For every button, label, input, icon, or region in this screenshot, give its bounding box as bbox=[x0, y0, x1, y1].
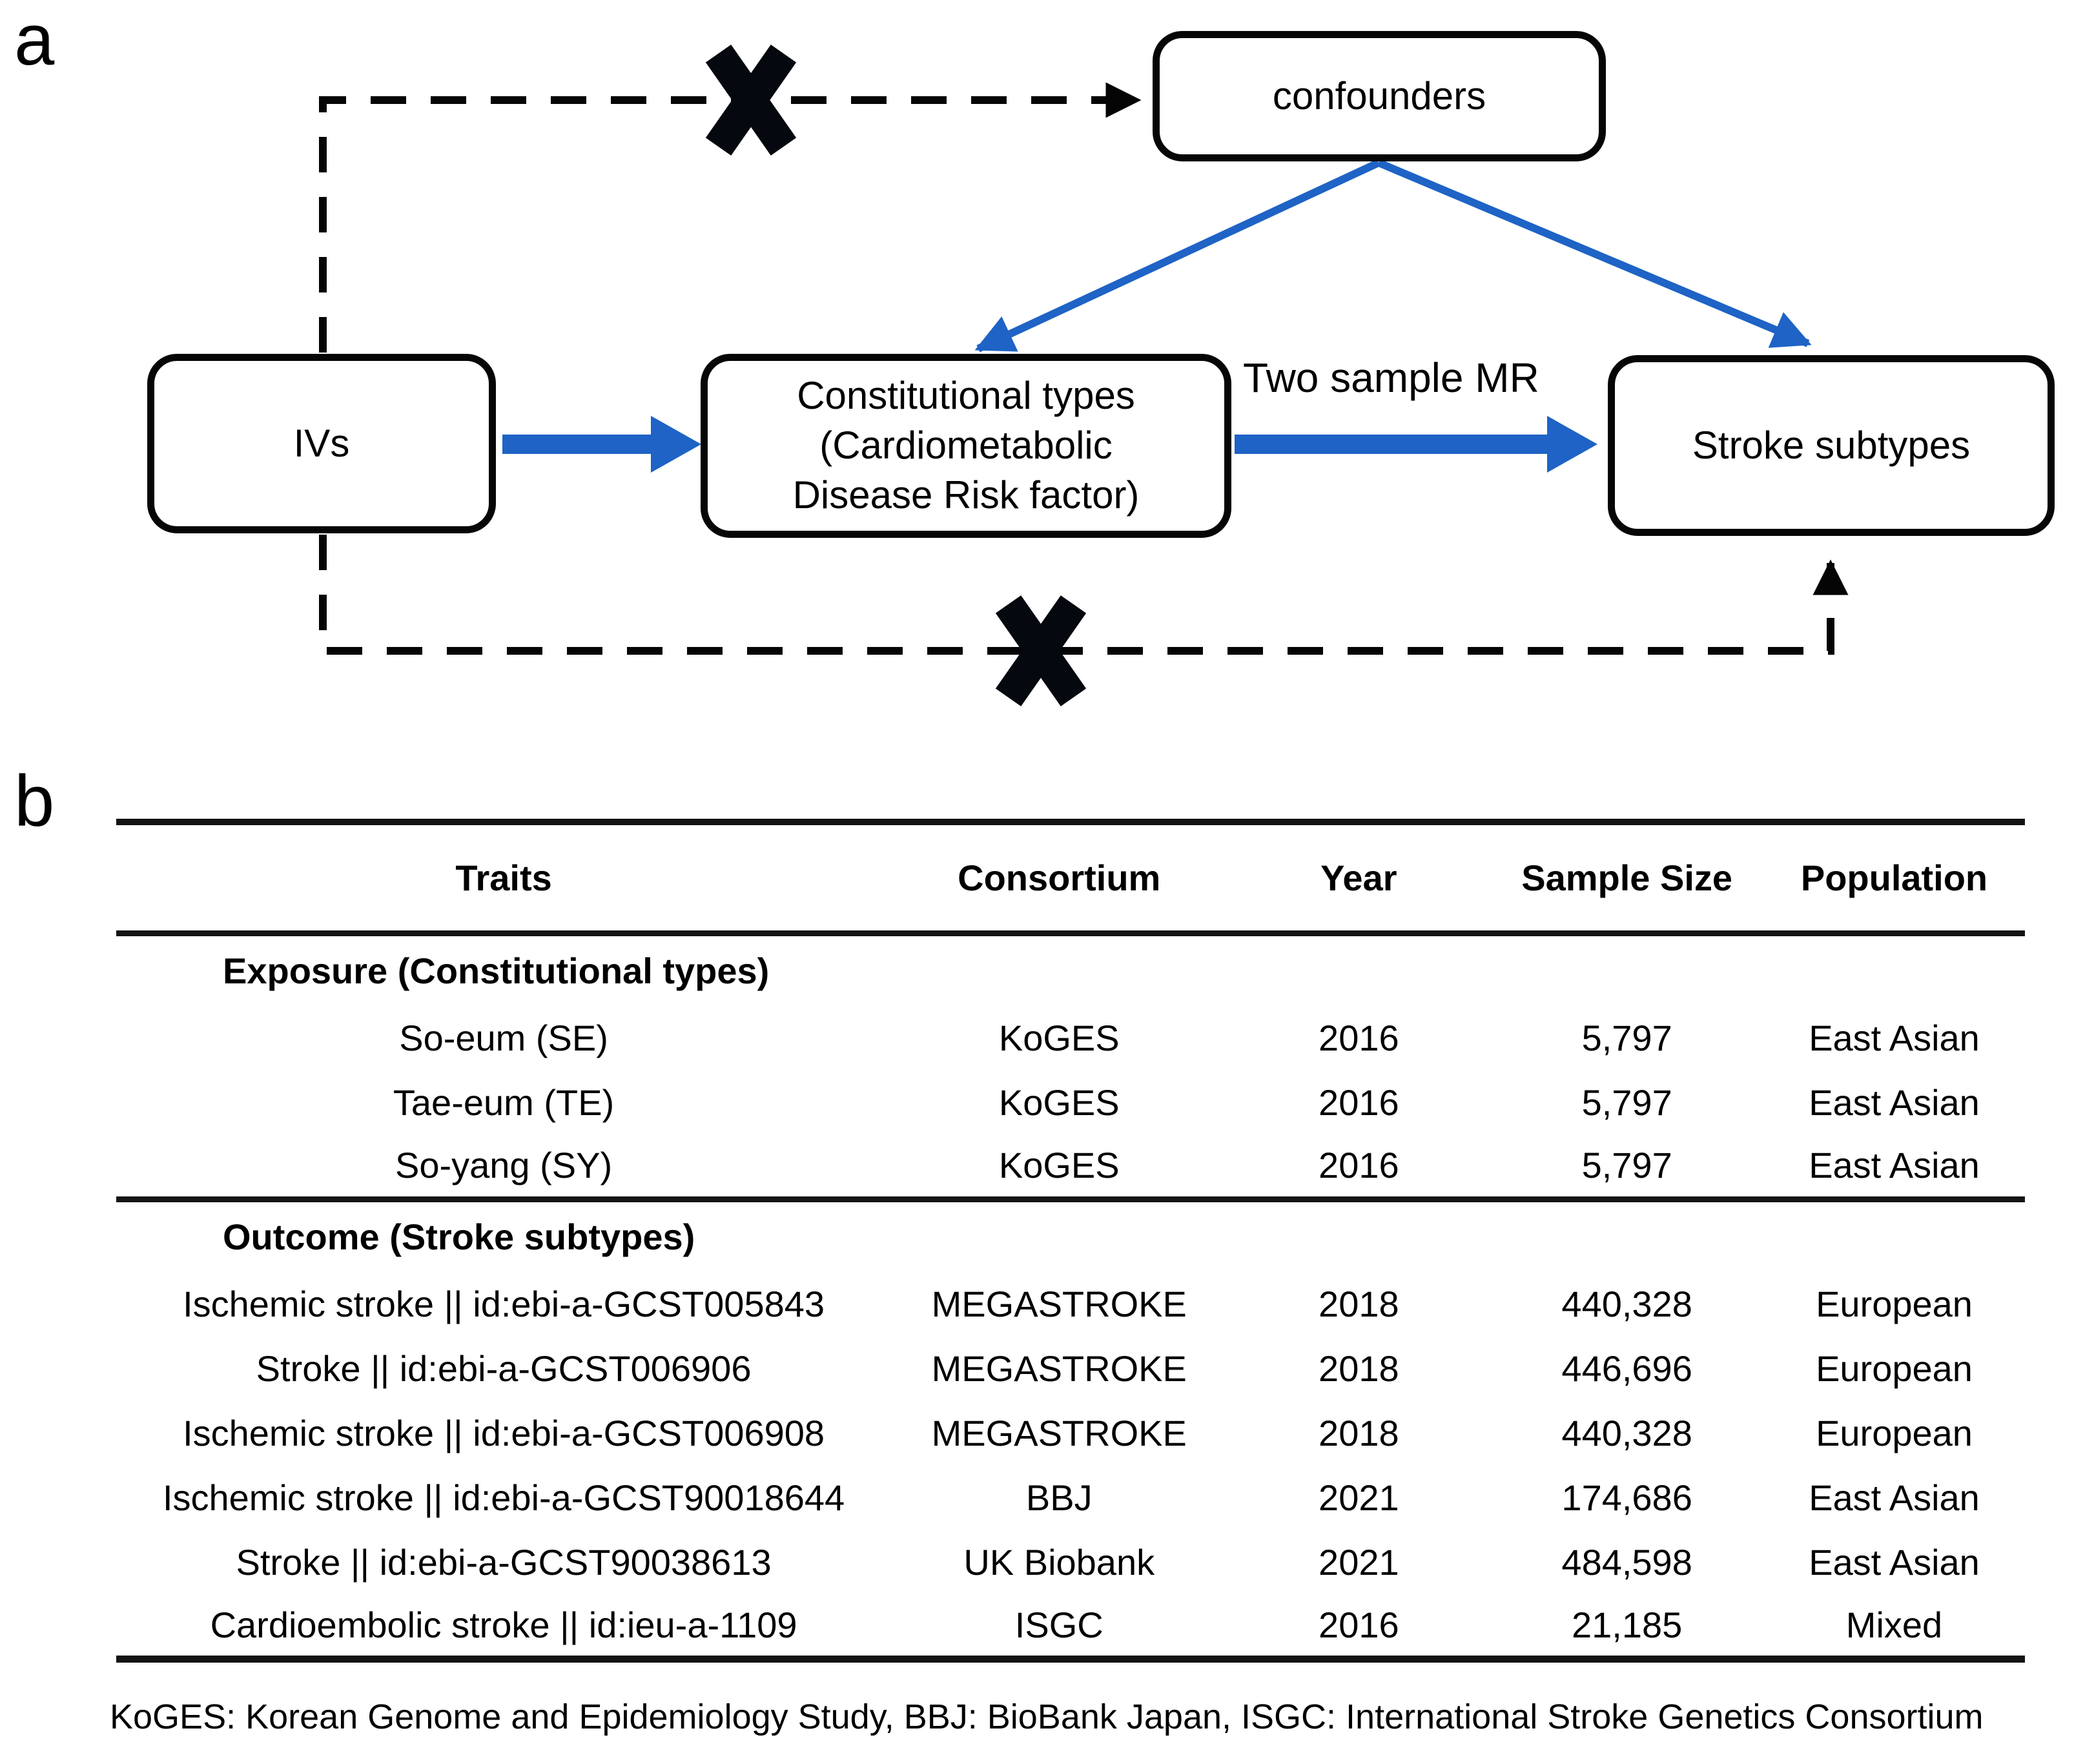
table-cell: UK Biobank bbox=[963, 1541, 1155, 1583]
table-cell: MEGASTROKE bbox=[931, 1348, 1187, 1389]
table-cell: 5,797 bbox=[1581, 1145, 1672, 1186]
arrow-confounders-exposure bbox=[974, 159, 1381, 353]
node-ivs: IVs bbox=[147, 354, 496, 533]
table-header-row: Traits Consortium Year Sample Size Popul… bbox=[116, 819, 2025, 936]
table-cell: Ischemic stroke || id:ebi-a-GCST005843 bbox=[183, 1283, 825, 1324]
table-cell: Ischemic stroke || id:ebi-a-GCST006908 bbox=[183, 1412, 825, 1453]
dashed-path-ivs-confounders bbox=[319, 82, 1142, 353]
arrowhead-exposure-outcome bbox=[1547, 416, 1597, 473]
table-cell: BBJ bbox=[1025, 1477, 1093, 1518]
table-row: Stroke || id:ebi-a-GCST006906 MEGASTROKE 2… bbox=[116, 1336, 2025, 1400]
table-cell: 2016 bbox=[1319, 1017, 1399, 1058]
table-cell: KoGES bbox=[998, 1082, 1120, 1123]
table-cell: 446,696 bbox=[1561, 1348, 1692, 1389]
panel-a-label: a bbox=[14, 0, 55, 80]
table-cell: 2016 bbox=[1319, 1082, 1399, 1123]
arrow-confounders-outcome bbox=[1377, 159, 1812, 348]
table-cell: So-yang (SY) bbox=[395, 1145, 613, 1186]
panel-b-label: b bbox=[14, 761, 55, 841]
node-confounders: confounders bbox=[1153, 31, 1606, 161]
cross-icon bbox=[989, 596, 1093, 706]
table-row: So-eum (SE) KoGES 2016 5,797 East Asian bbox=[116, 1005, 2025, 1070]
table-cell: 484,598 bbox=[1561, 1541, 1692, 1583]
section-header-row: Exposure (Constitutional types) bbox=[116, 933, 2025, 1005]
table-cell: 5,797 bbox=[1581, 1082, 1672, 1123]
node-exposure-line1: Constitutional types bbox=[797, 374, 1135, 418]
column-header-sample-size: Sample Size bbox=[1490, 819, 1763, 936]
table-cell: 2018 bbox=[1319, 1283, 1399, 1324]
study-table-body: Exposure (Constitutional types) So-eum (S… bbox=[116, 933, 2025, 1663]
study-table: Traits Consortium Year Sample Size Popul… bbox=[116, 819, 2025, 1663]
table-cell: 2016 bbox=[1227, 1594, 1491, 1663]
node-exposure: Constitutional types (Cardiometabolic Di… bbox=[701, 354, 1231, 538]
table-cell: ISGC bbox=[891, 1594, 1227, 1663]
table-cell: 2016 bbox=[1319, 1145, 1399, 1186]
table-cell: So-eum (SE) bbox=[399, 1017, 608, 1058]
column-header-traits: Traits bbox=[116, 819, 892, 936]
table-row: Tae-eum (TE) KoGES 2016 5,797 East Asian bbox=[116, 1070, 2025, 1134]
table-cell: MEGASTROKE bbox=[931, 1412, 1187, 1453]
column-header-year: Year bbox=[1227, 819, 1491, 936]
table-cell: 2021 bbox=[1319, 1541, 1399, 1583]
table-cell: 5,797 bbox=[1581, 1017, 1672, 1058]
table-cell: 21,185 bbox=[1490, 1594, 1763, 1663]
table-row: Stroke || id:ebi-a-GCST90038613 UK Bioban… bbox=[116, 1530, 2025, 1594]
table-cell: European bbox=[1816, 1412, 1973, 1453]
table-cell: Stroke || id:ebi-a-GCST006906 bbox=[256, 1348, 752, 1389]
table-cell: Mixed bbox=[1763, 1594, 2025, 1663]
node-outcome-label: Stroke subtypes bbox=[1692, 423, 1971, 467]
section-header-row: Outcome (Stroke subtypes) bbox=[116, 1196, 2025, 1271]
table-cell: MEGASTROKE bbox=[931, 1283, 1187, 1324]
table-row: So-yang (SY) KoGES 2016 5,797 East Asian bbox=[116, 1134, 2025, 1199]
arrowhead-ivs-exposure bbox=[651, 416, 701, 473]
table-cell: East Asian bbox=[1809, 1082, 1980, 1123]
table-cell: 2018 bbox=[1319, 1348, 1399, 1389]
table-cell: East Asian bbox=[1809, 1541, 1980, 1583]
table-cell: Tae-eum (TE) bbox=[393, 1082, 615, 1123]
section-header: Exposure (Constitutional types) bbox=[223, 950, 770, 991]
table-cell: 2021 bbox=[1319, 1477, 1399, 1518]
node-exposure-line2: (Cardiometabolic bbox=[819, 424, 1113, 467]
table-footnote: KoGES: Korean Genome and Epidemiology St… bbox=[110, 1697, 1984, 1736]
table-cell: Cardioembolic stroke || id:ieu-a-1109 bbox=[116, 1594, 892, 1663]
table-cell: 174,686 bbox=[1561, 1477, 1692, 1518]
table-cell: East Asian bbox=[1809, 1145, 1980, 1186]
table-cell: 2018 bbox=[1319, 1412, 1399, 1453]
node-confounders-label: confounders bbox=[1272, 74, 1486, 118]
table-cell: European bbox=[1816, 1348, 1973, 1389]
cross-icon bbox=[699, 45, 803, 155]
table-cell: Ischemic stroke || id:ebi-a-GCST90018644 bbox=[162, 1477, 845, 1518]
table-row: Ischemic stroke || id:ebi-a-GCST006908 ME… bbox=[116, 1400, 2025, 1465]
table-cell: KoGES bbox=[998, 1017, 1120, 1058]
table-row: Ischemic stroke || id:ebi-a-GCST90018644… bbox=[116, 1465, 2025, 1530]
table-cell: 440,328 bbox=[1561, 1283, 1692, 1324]
node-ivs-label: IVs bbox=[293, 421, 350, 465]
table-cell: 440,328 bbox=[1561, 1412, 1692, 1453]
table-cell: East Asian bbox=[1809, 1017, 1980, 1058]
table-cell: KoGES bbox=[998, 1145, 1120, 1186]
table-row: Ischemic stroke || id:ebi-a-GCST005843 ME… bbox=[116, 1271, 2025, 1336]
table-cell: European bbox=[1816, 1283, 1973, 1324]
node-outcome: Stroke subtypes bbox=[1608, 355, 2055, 536]
node-exposure-line3: Disease Risk factor) bbox=[792, 473, 1140, 517]
table-cell: Stroke || id:ebi-a-GCST90038613 bbox=[236, 1541, 772, 1583]
method-label: Two sample MR bbox=[1243, 354, 1539, 401]
table-cell: East Asian bbox=[1809, 1477, 1980, 1518]
column-header-population: Population bbox=[1763, 819, 2025, 936]
section-header: Outcome (Stroke subtypes) bbox=[116, 1196, 2025, 1271]
column-header-consortium: Consortium bbox=[891, 819, 1227, 936]
